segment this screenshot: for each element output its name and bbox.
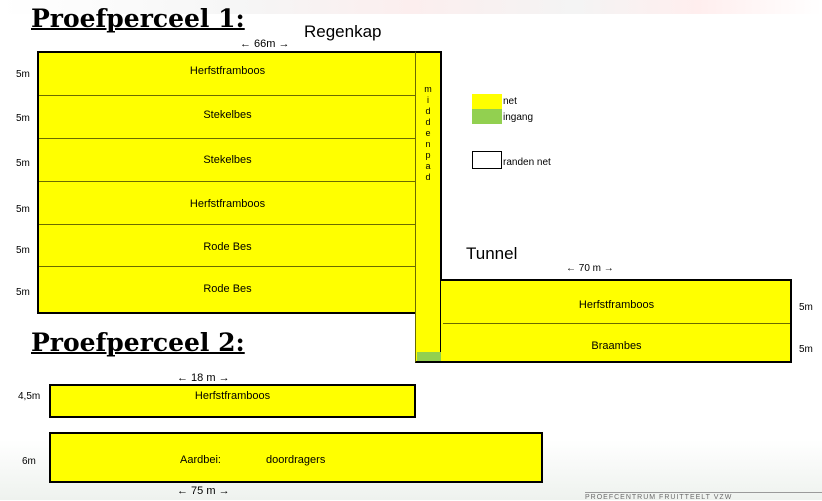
- middenpad-char: e: [425, 128, 431, 138]
- perceel2-row2-width: ← 75 m →: [177, 485, 230, 497]
- tunnel-field: [441, 279, 792, 363]
- tunnel-row: Braambes: [443, 324, 790, 361]
- row-size: 5m: [799, 302, 813, 313]
- row-label: Aardbei:: [180, 454, 221, 466]
- row-label: Herfstframboos: [578, 299, 655, 311]
- middenpad-char: d: [425, 172, 431, 182]
- perceel1-row: Herfstframboos: [39, 182, 416, 225]
- row-size: 5m: [16, 204, 30, 215]
- row-size: 4,5m: [18, 391, 41, 402]
- row-label: Herfstframboos: [189, 198, 266, 210]
- legend-net-swatch: [472, 94, 502, 109]
- legend-randen-label: randen net: [503, 157, 551, 168]
- row-size: 5m: [16, 113, 30, 124]
- header-decoration: [0, 0, 822, 14]
- middenpad-char: d: [425, 117, 431, 127]
- row-size: 5m: [16, 69, 30, 80]
- middenpad-char: d: [425, 106, 431, 116]
- perceel2-title: Proefperceel 2:: [31, 328, 245, 357]
- middenpad-char: i: [427, 95, 429, 105]
- row-label: Stekelbes: [203, 154, 252, 166]
- row-label: Rode Bes: [203, 283, 252, 295]
- legend-ingang-swatch: [472, 109, 502, 124]
- perceel2-row2: Aardbei: doordragers: [49, 432, 543, 483]
- row-label: Herfstframboos: [194, 390, 271, 402]
- perceel1-row: Rode Bes: [39, 267, 416, 308]
- perceel2-row1: Herfstframboos: [49, 384, 416, 418]
- perceel2-row1-width: ← 18 m →: [177, 372, 230, 384]
- tunnel-row: Herfstframboos: [443, 281, 790, 324]
- legend-randen-swatch: [472, 151, 502, 169]
- perceel1-field: [37, 51, 418, 314]
- row-size: 6m: [22, 456, 36, 467]
- middenpad-label: m i d d e n p a d: [423, 84, 433, 183]
- row-label: Herfstframboos: [189, 65, 266, 77]
- middenpad-char: m: [424, 84, 432, 94]
- legend-ingang-label: ingang: [503, 112, 534, 123]
- perceel1-row: Stekelbes: [39, 96, 416, 139]
- perceel1-row: Herfstframboos: [39, 53, 416, 96]
- perceel1-row: Stekelbes: [39, 139, 416, 182]
- row-size: 5m: [799, 344, 813, 355]
- perceel1-title: Proefperceel 1:: [31, 4, 245, 33]
- middenpad-char: n: [425, 139, 431, 149]
- middenpad-char: a: [425, 161, 431, 171]
- regenkap-label: Regenkap: [304, 22, 382, 41]
- row-label: Stekelbes: [203, 109, 252, 121]
- tunnel-title: Tunnel: [466, 244, 518, 263]
- ingang-marker: [417, 352, 441, 361]
- legend-net-label: net: [503, 96, 517, 107]
- row-size: 5m: [16, 287, 30, 298]
- row-label: Rode Bes: [203, 241, 252, 253]
- middenpad-char: p: [425, 150, 431, 160]
- perceel1-row: Rode Bes: [39, 225, 416, 267]
- perceel1-width-label: ← 66m →: [240, 38, 290, 50]
- footer-text: PROEFCENTRUM FRUITTEELT VZW: [585, 492, 822, 501]
- row-label-secondary: doordragers: [266, 454, 326, 466]
- row-label: Braambes: [591, 340, 642, 352]
- middenpad: [415, 51, 442, 363]
- row-size: 5m: [16, 245, 30, 256]
- row-size: 5m: [16, 158, 30, 169]
- tunnel-width-label: ← 70 m →: [566, 263, 614, 274]
